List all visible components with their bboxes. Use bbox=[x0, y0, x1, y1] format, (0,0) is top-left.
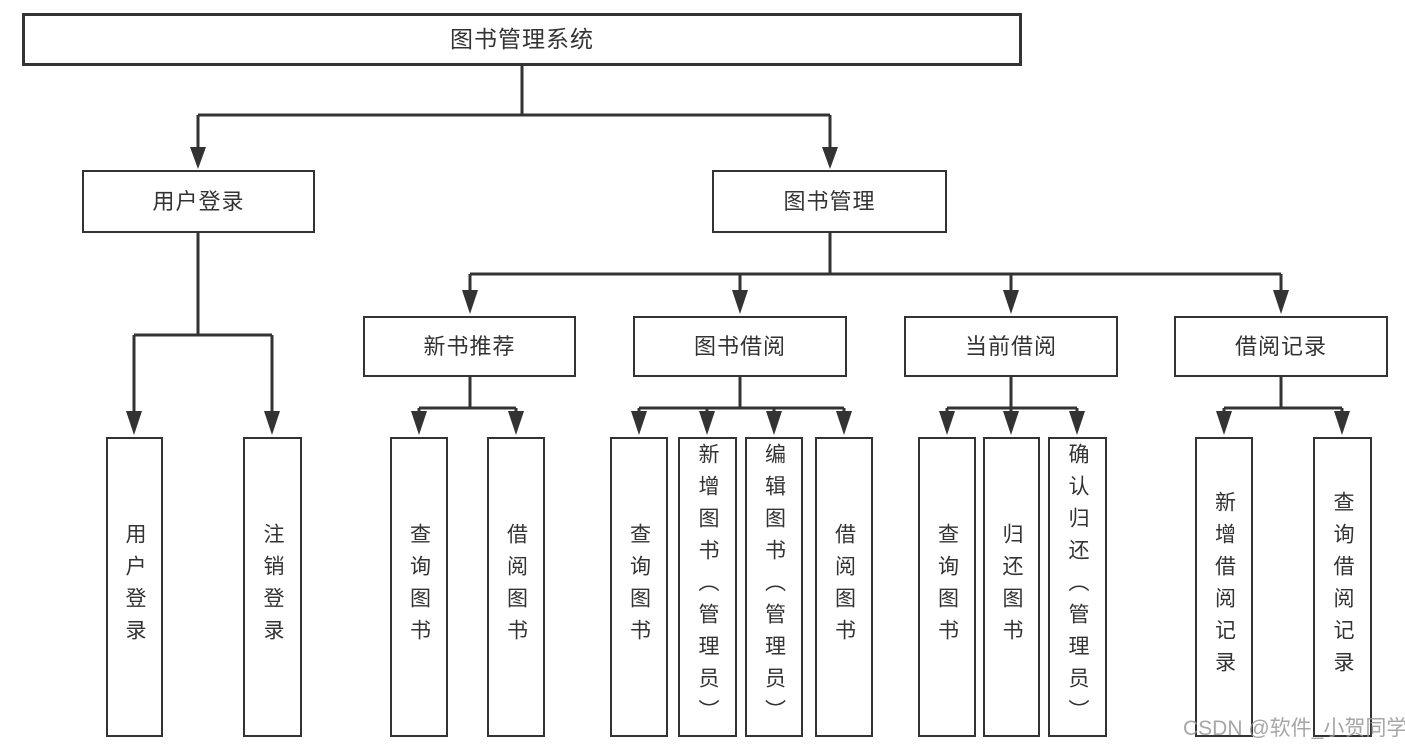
node-label: 查询借阅记录 bbox=[1331, 491, 1354, 683]
leaf-user-login: 用户登录 bbox=[106, 437, 163, 737]
node-label: 查询图书 bbox=[935, 523, 959, 651]
leaf-borrow-books-recommend: 借阅图书 bbox=[487, 437, 545, 737]
node-book-management: 图书管理 bbox=[712, 170, 947, 233]
leaf-edit-book-admin: 编辑图书（管理员） bbox=[745, 437, 803, 737]
node-label: 当前借阅 bbox=[964, 333, 1057, 359]
node-book-borrowing: 图书借阅 bbox=[633, 316, 847, 377]
leaf-query-books-recommend: 查询图书 bbox=[390, 437, 448, 737]
node-library-management-system: 图书管理系统 bbox=[22, 13, 1022, 66]
csdn-watermark: CSDN @软件_小贺同学 bbox=[1183, 717, 1405, 740]
node-user-login: 用户登录 bbox=[82, 170, 315, 233]
leaf-query-books-current: 查询图书 bbox=[918, 437, 976, 737]
node-label: 确认归还（管理员） bbox=[1066, 443, 1089, 731]
node-label: 查询图书 bbox=[407, 523, 431, 651]
node-label: 编辑图书（管理员） bbox=[762, 443, 786, 731]
node-label: 用户登录 bbox=[123, 523, 146, 651]
node-label: 用户登录 bbox=[152, 188, 245, 214]
leaf-query-borrow-record: 查询借阅记录 bbox=[1313, 437, 1372, 737]
node-label: 借阅图书 bbox=[504, 523, 528, 651]
node-current-borrowing: 当前借阅 bbox=[904, 316, 1118, 377]
leaf-borrow-books: 借阅图书 bbox=[815, 437, 873, 737]
node-label: 图书借阅 bbox=[693, 333, 786, 359]
node-label: 新增借阅记录 bbox=[1212, 491, 1236, 683]
leaf-confirm-return-admin: 确认归还（管理员） bbox=[1048, 437, 1107, 737]
leaf-add-book-admin: 新增图书（管理员） bbox=[678, 437, 737, 737]
node-label: 新增图书（管理员） bbox=[696, 443, 719, 731]
node-label: 图书管理系统 bbox=[450, 26, 594, 52]
node-label: 借阅图书 bbox=[832, 523, 856, 651]
leaf-query-books-borrowing: 查询图书 bbox=[610, 437, 668, 737]
node-label: 归还图书 bbox=[1000, 523, 1023, 651]
node-label: 图书管理 bbox=[783, 188, 876, 214]
leaf-logout: 注销登录 bbox=[243, 437, 302, 737]
node-label: 查询图书 bbox=[627, 523, 651, 651]
node-borrowing-records: 借阅记录 bbox=[1174, 316, 1388, 377]
leaf-add-borrow-record: 新增借阅记录 bbox=[1195, 437, 1253, 737]
leaf-return-book: 归还图书 bbox=[983, 437, 1040, 737]
node-new-book-recommendation: 新书推荐 bbox=[363, 316, 576, 377]
node-label: 注销登录 bbox=[261, 523, 284, 651]
node-label: 借阅记录 bbox=[1234, 333, 1327, 359]
node-label: 新书推荐 bbox=[423, 333, 516, 359]
